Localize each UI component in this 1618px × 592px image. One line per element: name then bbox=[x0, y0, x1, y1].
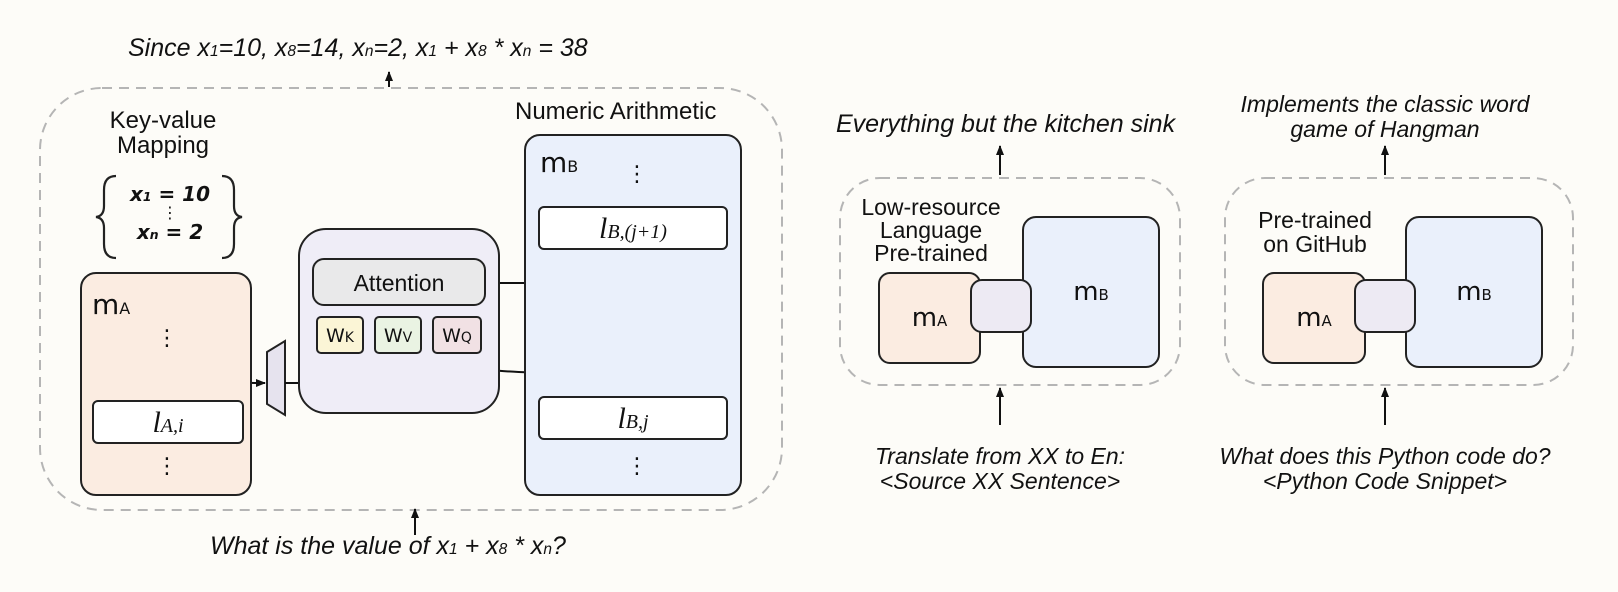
model-b-box: mB ⋮ ⋮ bbox=[524, 134, 742, 496]
layer-a-i-box: lA,i bbox=[92, 400, 244, 444]
vdots-b-top: ⋮ bbox=[626, 162, 648, 187]
panel-a-input-text: What is the value of x1 + x8 * xn? bbox=[210, 532, 566, 560]
vdots-b-bottom: ⋮ bbox=[626, 454, 648, 479]
panel-c-output-text: Implements the classic word game of Hang… bbox=[1240, 91, 1530, 142]
panel-a-output-text: Since x1=10, x8=14, xn=2, x1 + x8 * xn =… bbox=[128, 34, 588, 62]
model-a-label: mA bbox=[92, 288, 131, 321]
vdots-bottom: ⋮ bbox=[156, 454, 178, 479]
left-brace bbox=[95, 174, 117, 260]
panel-c-model-b: mB bbox=[1405, 216, 1543, 368]
kv-values: x1 = 10 ⋮ xn = 2 bbox=[129, 182, 211, 244]
panel-b-model-a: mA bbox=[878, 272, 981, 364]
panel-c-connector bbox=[1354, 279, 1416, 333]
panel-c-model-a: mA bbox=[1262, 272, 1366, 364]
kv-label: Key-value Mapping bbox=[109, 107, 217, 159]
panel-b-output-text: Everything but the kitchen sink bbox=[836, 110, 1176, 138]
right-brace bbox=[221, 174, 243, 260]
attention-box: Attention bbox=[312, 258, 486, 306]
wk-box: WK bbox=[316, 316, 364, 354]
panel-b-connector bbox=[970, 279, 1032, 333]
wq-box: WQ bbox=[432, 316, 482, 354]
layer-b-j-box: lB,j bbox=[538, 396, 728, 440]
panel-b-input-text: Translate from XX to En: <Source XX Sent… bbox=[874, 443, 1126, 494]
panel-b-anchor-label: Low-resource Language Pre-trained bbox=[861, 194, 1001, 266]
model-b-label: mB bbox=[540, 146, 579, 179]
arith-label: Numeric Arithmetic bbox=[515, 98, 717, 125]
panel-c-input-text: What does this Python code do? <Python C… bbox=[1219, 443, 1551, 494]
projection-trapezoid bbox=[266, 339, 286, 417]
panel-c-anchor-label: Pre-trained on GitHub bbox=[1258, 207, 1372, 257]
panel-c-container bbox=[1224, 177, 1574, 386]
wv-box: WV bbox=[374, 316, 422, 354]
model-a-box: mA ⋮ ⋮ bbox=[80, 272, 252, 496]
vdots-top: ⋮ bbox=[156, 326, 178, 351]
panel-b-model-b: mB bbox=[1022, 216, 1160, 368]
layer-b-j1-box: lB,(j+1) bbox=[538, 206, 728, 250]
